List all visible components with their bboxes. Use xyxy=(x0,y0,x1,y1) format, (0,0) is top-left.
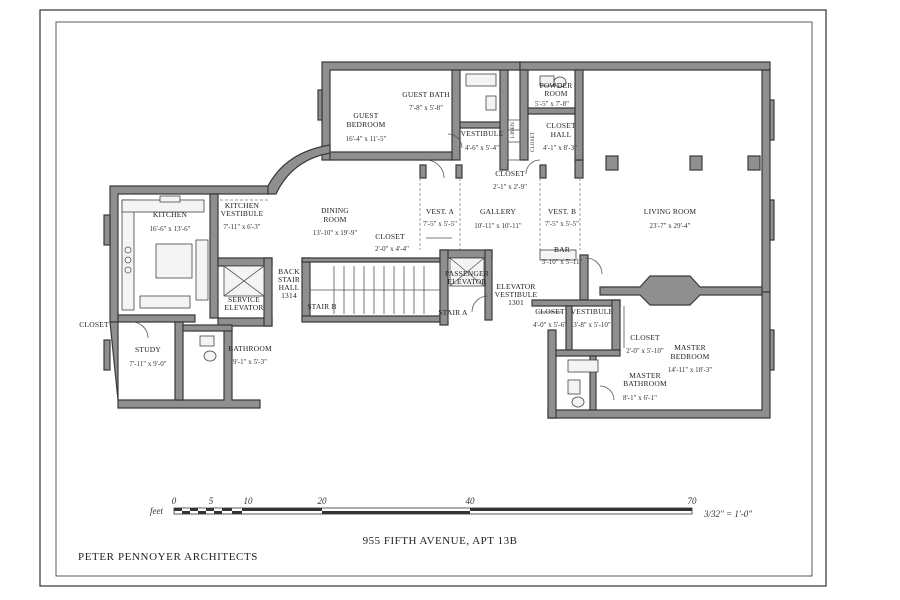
address-title: 955 FIFTH AVENUE, APT 13B xyxy=(363,535,518,547)
svg-text:VESTIBULE: VESTIBULE xyxy=(221,209,264,218)
powder-room-dim: 5'-5" x 7'-8" xyxy=(535,100,569,108)
scale-tick-0: 0 xyxy=(172,496,177,506)
closet-gallery-label: CLOSET xyxy=(495,169,525,178)
gallery-label: GALLERY xyxy=(480,207,516,216)
vest-b-label: VEST. B xyxy=(548,207,576,216)
passenger-elevator-label: PASSENGER xyxy=(445,269,489,278)
stair-a-label: STAIR A xyxy=(438,308,468,317)
kitchen-vestibule-label: KITCHEN xyxy=(225,201,260,210)
closet-master2-dim: 2'-0" x 5'-10" xyxy=(626,347,664,355)
stair-b-treads xyxy=(310,266,440,314)
living-room-label: LIVING ROOM xyxy=(644,207,697,216)
svg-text:BATHROOM: BATHROOM xyxy=(623,379,667,388)
master-bedroom-label: MASTER xyxy=(674,343,706,352)
kitchen-vestibule-dim: 7'-11" x 6'-3" xyxy=(223,223,260,231)
closet-tiny-label: CLOSET xyxy=(531,132,536,152)
guest-bath-dim: 7'-8" x 5'-8" xyxy=(409,104,443,112)
walls xyxy=(103,61,775,419)
scale-tick-10: 10 xyxy=(244,496,254,506)
vestibule-master-dim: 3'-8" x 5'-10" xyxy=(573,321,611,329)
svg-text:BEDROOM: BEDROOM xyxy=(347,120,386,129)
svg-text:HALL: HALL xyxy=(551,130,572,139)
svg-text:BEDROOM: BEDROOM xyxy=(671,352,710,361)
bathroom-label: BATHROOM xyxy=(228,344,272,353)
sheet-inner-border xyxy=(55,21,813,577)
scale-tick-20: 20 xyxy=(318,496,328,506)
closet-master1-dim: 4'-0" x 5'-6" xyxy=(533,321,567,329)
closet-master1-label: CLOSET xyxy=(535,307,565,316)
svg-text:ROOM: ROOM xyxy=(544,89,567,98)
closet-master2-label: CLOSET xyxy=(630,333,660,342)
svg-text:ELEVATOR: ELEVATOR xyxy=(224,303,263,312)
scale-ratio: 3/32" = 1'-0" xyxy=(703,509,752,519)
stair-b-label: STAIR B xyxy=(307,302,336,311)
scale-tick-40: 40 xyxy=(466,496,476,506)
scale-bar: feet 0 5 10 20 40 70 3/32" = 1'-0" xyxy=(150,496,752,519)
service-elevator-label: SERVICE xyxy=(228,295,260,304)
bar-label: BAR xyxy=(554,245,570,254)
closet-gallery-dim: 2'-1" x 2'-9" xyxy=(493,183,527,191)
svg-text:1314: 1314 xyxy=(281,291,297,300)
dining-room-dim: 13'-10" x 19'-9" xyxy=(313,229,358,237)
guest-bedroom-dim: 16'-4" x 11'-5" xyxy=(346,135,387,143)
vestibule-master-label: VESTIBULE xyxy=(571,307,614,316)
fixtures xyxy=(121,73,625,408)
dining-room-label: DINING xyxy=(321,206,349,215)
master-bathroom-dim: 8'-1" x 6'-1" xyxy=(623,394,657,402)
kitchen-dim: 16'-6" x 13'-6" xyxy=(150,225,191,233)
closet-dining-dim: 2'-0" x 4'-4" xyxy=(375,245,409,253)
powder-room-label: POWDER xyxy=(540,81,573,90)
study-label: STUDY xyxy=(135,345,161,354)
scale-tick-5: 5 xyxy=(209,496,214,506)
living-room-dim: 23'-7" x 29'-4" xyxy=(650,222,691,230)
elevator-vestibule-label: ELEVATOR xyxy=(496,282,535,291)
svg-text:VESTIBULE: VESTIBULE xyxy=(495,290,538,299)
svg-text:GUEST: GUEST xyxy=(353,111,378,120)
scale-unit-label: feet xyxy=(150,506,163,516)
svg-text:1301: 1301 xyxy=(508,298,524,307)
master-bathroom-label: MASTER xyxy=(629,371,661,380)
vest-a-label: VEST. A xyxy=(426,207,455,216)
svg-text:ROOM: ROOM xyxy=(323,215,346,224)
study-dim: 7'-11" x 9'-0" xyxy=(129,360,166,368)
vest-b-dim: 7'-5" x 5'-5" xyxy=(545,220,579,228)
firm-name: PETER PENNOYER ARCHITECTS xyxy=(78,551,258,563)
room-labels: GUEST BEDROOM 16'-4" x 11'-5" GUEST BATH… xyxy=(79,81,712,402)
closet-study-label: CLOSET xyxy=(79,320,109,329)
vest-a-dim: 7'-5" x 5'-5" xyxy=(423,220,457,228)
svg-text:HALL: HALL xyxy=(279,283,300,292)
closet-hall-label: CLOSET xyxy=(546,121,576,130)
svg-text:STAIR: STAIR xyxy=(278,275,300,284)
scale-tick-70: 70 xyxy=(688,496,698,506)
linen-label: LINEN xyxy=(511,122,516,138)
back-stair-hall-label: BACK xyxy=(278,267,300,276)
svg-text:ELEVATOR: ELEVATOR xyxy=(447,277,486,286)
closet-hall-dim: 4'-1" x 8'-3" xyxy=(543,144,577,152)
guest-bath-label: GUEST BATH xyxy=(402,90,450,99)
guest-bedroom-label: GUEST xyxy=(353,111,378,120)
master-bedroom-dim: 14'-11" x 18'-3" xyxy=(668,366,712,374)
bar-dim: 3'-10" x 5'-11" xyxy=(542,258,583,266)
vestibule-guest-label: VESTIBULE xyxy=(461,129,504,138)
vestibule-guest-dim: 4'-6" x 5'-4" xyxy=(465,144,499,152)
kitchen-label: KITCHEN xyxy=(153,210,188,219)
closet-dining-label: CLOSET xyxy=(375,232,405,241)
gallery-dim: 10'-11" x 10'-11" xyxy=(474,222,522,230)
bathroom-dim: 9'-1" x 5'-3" xyxy=(233,358,267,366)
